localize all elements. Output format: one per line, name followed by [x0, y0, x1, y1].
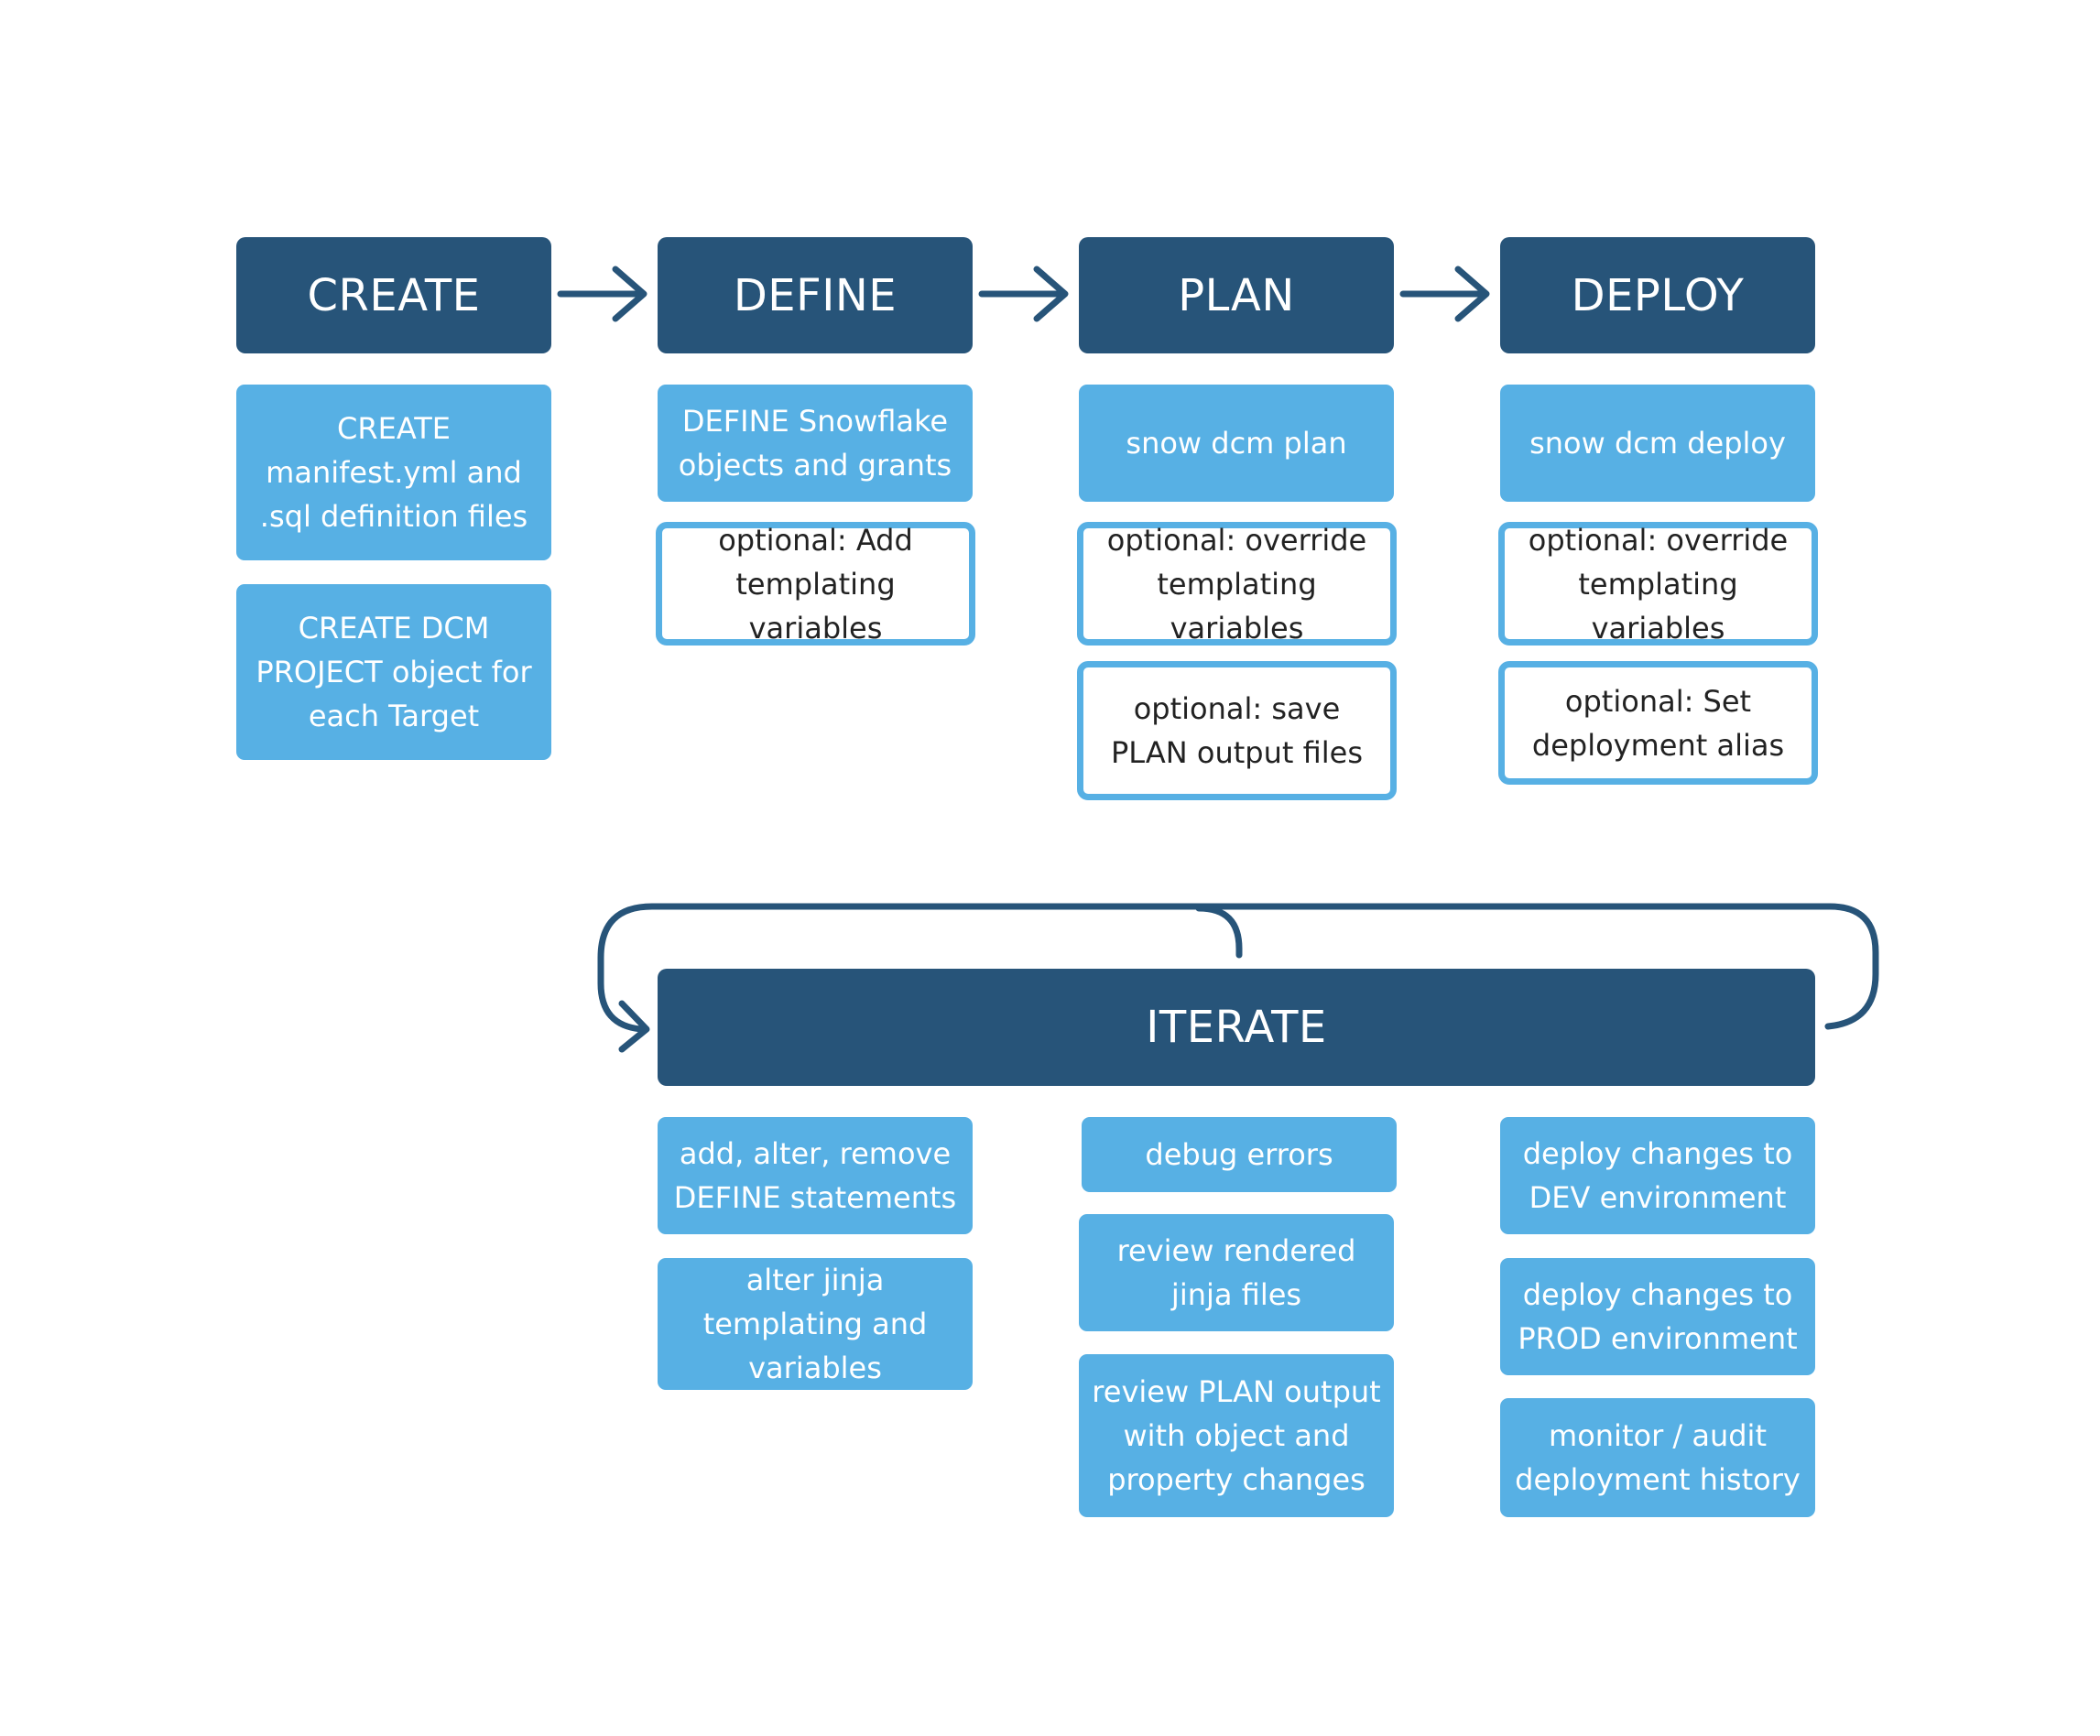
define-optional-variables: optional: Add templating variables [656, 522, 975, 646]
iterate-review-jinja: review rendered jinja files [1079, 1214, 1394, 1331]
iterate-review-plan: review PLAN output with object and prope… [1079, 1354, 1394, 1517]
deploy-header-label: DEPLOY [1571, 269, 1745, 321]
create-step-files: CREATE manifest.yml and .sql definition … [236, 385, 551, 560]
iterate-deploy-prod: deploy changes to PROD environment [1500, 1258, 1815, 1375]
plan-header-label: PLAN [1178, 269, 1295, 321]
arrow-plan-to-deploy [1399, 266, 1490, 322]
deploy-optional-override: optional: override templating variables [1498, 522, 1818, 646]
deploy-optional-alias: optional: Set deployment alias [1498, 661, 1818, 785]
plan-step-command: snow dcm plan [1079, 385, 1394, 502]
create-step-project: CREATE DCM PROJECT object for each Targe… [236, 584, 551, 760]
arrow-define-to-plan [978, 266, 1069, 322]
plan-optional-override: optional: override templating variables [1077, 522, 1397, 646]
iterate-debug-errors: debug errors [1082, 1117, 1397, 1192]
plan-header: PLAN [1079, 237, 1394, 353]
create-header: CREATE [236, 237, 551, 353]
iterate-header: ITERATE [658, 969, 1815, 1086]
iterate-define-statements: add, alter, remove DEFINE statements [658, 1117, 973, 1234]
plan-optional-save: optional: save PLAN output files [1077, 661, 1397, 800]
iterate-loop-arrow [597, 903, 1879, 1053]
deploy-header: DEPLOY [1500, 237, 1815, 353]
iterate-deploy-dev: deploy changes to DEV environment [1500, 1117, 1815, 1234]
deploy-step-command: snow dcm deploy [1500, 385, 1815, 502]
define-step-objects: DEFINE Snowflake objects and grants [658, 385, 973, 502]
define-header: DEFINE [658, 237, 973, 353]
arrow-create-to-define [557, 266, 647, 322]
iterate-jinja-templating: alter jinja templating and variables [658, 1258, 973, 1390]
iterate-monitor-audit: monitor / audit deployment history [1500, 1398, 1815, 1517]
create-header-label: CREATE [307, 269, 481, 321]
define-header-label: DEFINE [733, 269, 898, 321]
iterate-header-label: ITERATE [1146, 1002, 1327, 1053]
